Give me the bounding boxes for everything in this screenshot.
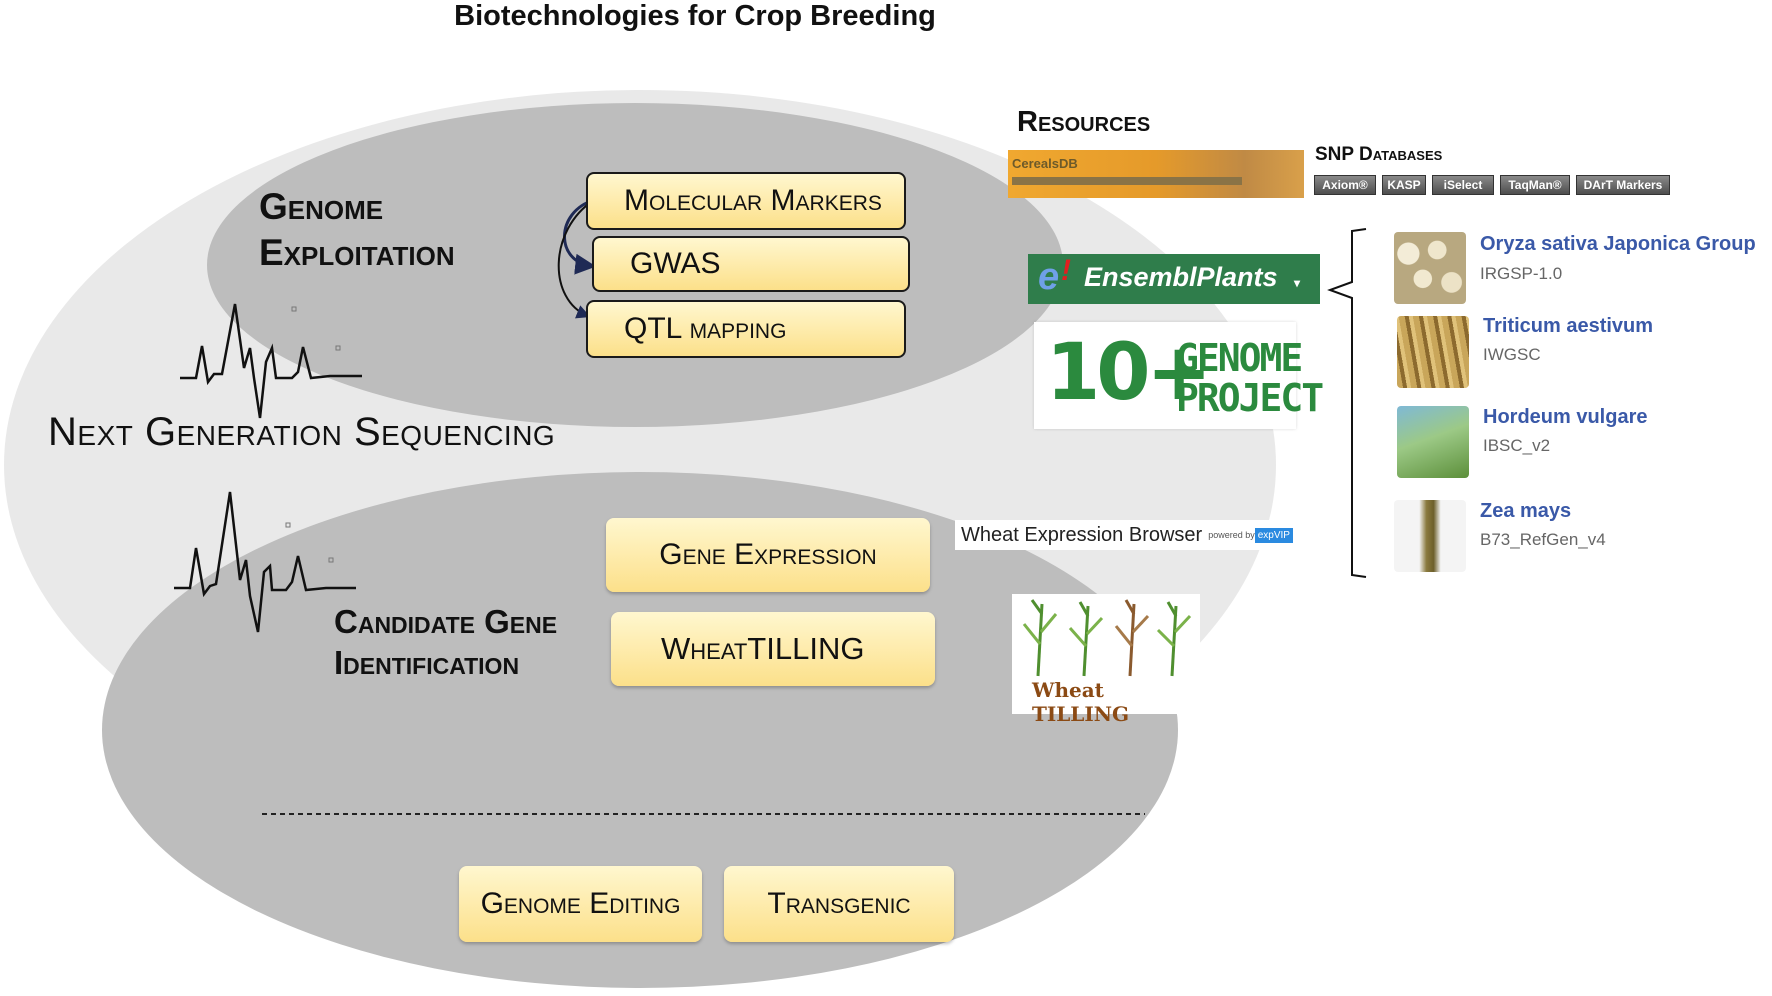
species-name-wheat[interactable]: Triticum aestivum <box>1483 315 1654 337</box>
snp-tag-taqman: TaqMan® <box>1500 175 1570 195</box>
genome-project-number: 10+ <box>1046 328 1212 418</box>
gene-expression-box: Gene Expression <box>606 518 930 592</box>
qtl-mapping-box: QTL mapping <box>586 300 906 358</box>
candidate-gene-ellipse <box>102 472 1178 988</box>
wheat-expression-browser-banner: Wheat Expression Browser powered by expV… <box>955 520 1307 550</box>
dropdown-caret-icon: ▾ <box>1294 276 1301 290</box>
genome-exploitation-heading-line2: Exploitation <box>259 232 455 274</box>
resources-title: Resources <box>1017 106 1151 138</box>
transgenic-box: Transgenic <box>724 866 954 942</box>
genome-project-logo: 10+ GENOME PROJECT <box>1034 322 1324 429</box>
candidate-gene-heading: Candidate Gene Identification <box>334 601 557 684</box>
wheat-tilling-logo: Wheat TILLING <box>1012 594 1200 726</box>
cerealsdb-menu-bar <box>1012 177 1242 185</box>
genome-exploitation-heading: Genome Exploitation <box>259 184 455 277</box>
genome-editing-box: Genome Editing <box>459 866 702 942</box>
expvip-logo: expVIP <box>1254 527 1293 543</box>
genome-project-text-line1: GENOME <box>1176 336 1303 380</box>
wheat-thumbnail <box>1397 316 1469 388</box>
cerealsdb-logo: CerealsDB <box>1012 156 1078 171</box>
ensemblplants-label: EnsemblPlants <box>1084 262 1278 292</box>
ensembl-exclaim-icon: ! <box>1061 254 1071 287</box>
species-name-rice[interactable]: Oryza sativa Japonica Group <box>1480 233 1756 255</box>
snp-tag-iselect: iSelect <box>1432 175 1494 195</box>
species-name-barley[interactable]: Hordeum vulgare <box>1483 406 1648 428</box>
genome-exploitation-heading-line1: Genome <box>259 186 384 227</box>
wheat-plants-icon <box>1022 599 1192 677</box>
genome-project-text: GENOME PROJECT <box>1176 336 1324 420</box>
sequencing-trace-icon <box>174 491 356 633</box>
cerealsdb-banner: CerealsDB <box>1008 150 1304 198</box>
ngs-label: Next Generation Sequencing <box>48 410 556 454</box>
barley-thumbnail <box>1397 406 1469 478</box>
snp-tag-axiom: Axiom® <box>1314 175 1376 195</box>
snp-tag-kasp: KASP <box>1382 175 1426 195</box>
genome-project-text-line2: PROJECT <box>1176 376 1324 420</box>
powered-by-label: powered by <box>1208 530 1255 540</box>
species-assembly-wheat: IWGSC <box>1483 345 1541 364</box>
wheattilling-box: WheatTILLING <box>611 612 935 686</box>
wheat-tilling-label: Wheat TILLING <box>1032 678 1130 726</box>
snp-databases-title: SNP Databases <box>1315 144 1443 165</box>
ensemblplants-banner: e ! EnsemblPlants ▾ <box>1028 254 1320 304</box>
species-assembly-barley: IBSC_v2 <box>1483 436 1551 455</box>
molecular-markers-box: Molecular Markers <box>586 172 906 230</box>
species-bracket <box>1327 228 1367 578</box>
expression-browser-label: Wheat Expression Browser <box>961 523 1203 546</box>
species-assembly-maize: B73_RefGen_v4 <box>1480 530 1606 549</box>
arrow-to-qtl <box>557 199 595 319</box>
candidate-gene-heading-line2: Identification <box>334 644 520 682</box>
gwas-box: GWAS <box>592 236 910 292</box>
diagram-title: Biotechnologies for Crop Breeding <box>454 0 936 32</box>
sequencing-trace-icon <box>180 303 362 419</box>
snp-tag-dart: DArT Markers <box>1576 175 1670 195</box>
candidate-gene-heading-line1: Candidate Gene <box>334 603 558 640</box>
species-assembly-rice: IRGSP-1.0 <box>1480 264 1563 283</box>
ensembl-e-logo: e <box>1038 256 1060 298</box>
rice-thumbnail <box>1394 232 1466 304</box>
maize-thumbnail <box>1394 500 1466 572</box>
species-name-maize[interactable]: Zea mays <box>1480 500 1572 522</box>
